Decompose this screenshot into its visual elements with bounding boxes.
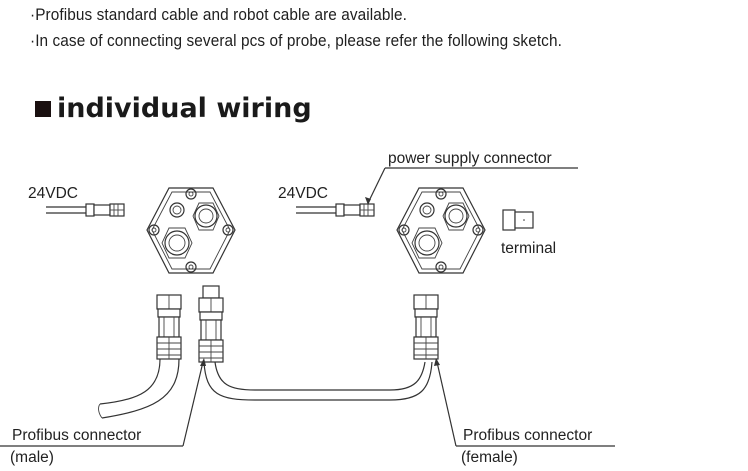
section-heading-text: individual wiring bbox=[57, 93, 312, 124]
right-probe-unit bbox=[396, 187, 486, 274]
male-callout-leader bbox=[0, 358, 206, 447]
left-probe-unit bbox=[146, 187, 236, 274]
female-callout-leader bbox=[434, 358, 615, 447]
male-connector-title: Profibus connector bbox=[12, 427, 142, 444]
power-connector-leader bbox=[365, 167, 578, 205]
female-connector-title: Profibus connector bbox=[463, 427, 593, 444]
male-connector-sub: (male) bbox=[10, 449, 54, 466]
left-power-plug-icon bbox=[45, 203, 125, 217]
left-24vdc-label: 24VDC bbox=[28, 185, 78, 202]
right-power-plug-icon bbox=[295, 203, 375, 217]
note-cable-availability: ·Profibus standard cable and robot cable… bbox=[30, 6, 408, 24]
male-connector bbox=[198, 285, 224, 363]
terminal-icon bbox=[502, 209, 534, 231]
section-heading: individual wiring bbox=[35, 93, 312, 124]
female-connector-sub: (female) bbox=[461, 449, 518, 466]
power-supply-connector-label: power supply connector bbox=[388, 150, 552, 167]
right-female-connector bbox=[413, 294, 439, 360]
left-cable bbox=[98, 358, 180, 419]
note-multiple-probes: ·In case of connecting several pcs of pr… bbox=[30, 32, 562, 50]
right-24vdc-label: 24VDC bbox=[278, 185, 328, 202]
left-female-connector bbox=[156, 294, 182, 360]
terminal-label: terminal bbox=[501, 240, 557, 257]
square-bullet-icon bbox=[35, 100, 51, 117]
link-cable bbox=[203, 361, 433, 401]
